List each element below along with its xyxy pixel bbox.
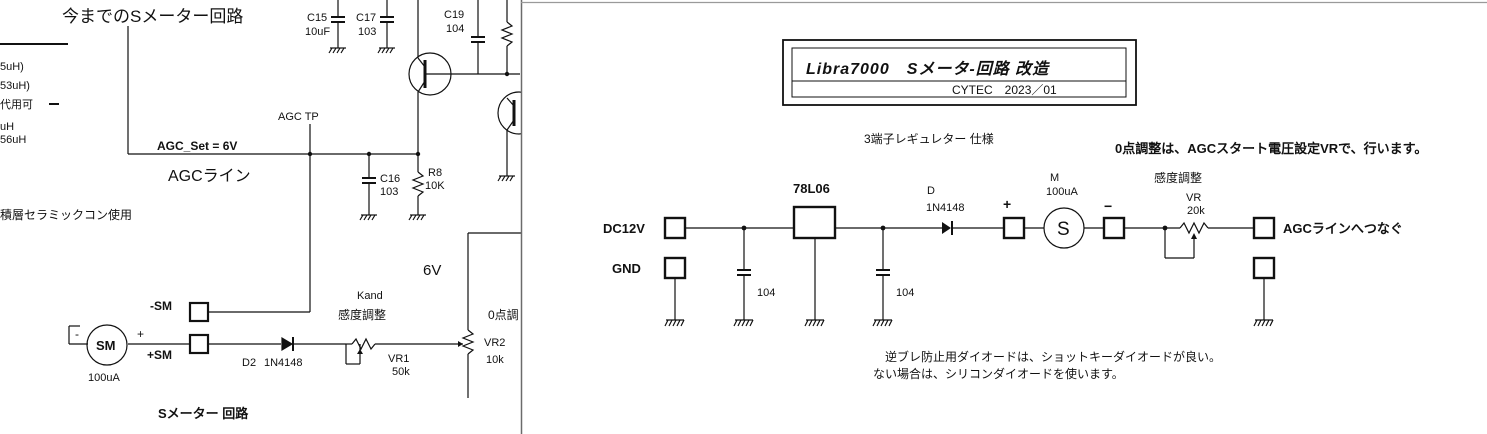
terminal-minus-sm <box>188 301 210 323</box>
meter-minus-label: − <box>1104 198 1112 214</box>
ground-symbol <box>733 319 754 327</box>
title-sub: CYTEC 2023／01 <box>952 83 1057 97</box>
title-main: Libra7000 Sメータ-回路 改造 <box>806 60 1050 78</box>
meter-label: SM <box>96 338 116 353</box>
meter-symbol <box>86 324 128 366</box>
kand-label: Kand <box>357 290 383 302</box>
agc-connect-label: AGCラインへつなぐ <box>1283 221 1403 236</box>
diode-name: D <box>927 185 935 197</box>
meter-value: 100uA <box>1046 186 1078 198</box>
left-caption: Sメーター 回路 <box>158 406 249 421</box>
agc-tp-label: AGC TP <box>278 111 319 123</box>
left-schematic: 今までのSメーター回路 5uH) 53uH) 代用可 uH 56uH AGC T… <box>0 0 541 421</box>
ground-symbol <box>497 175 515 182</box>
vr1-name: VR1 <box>388 353 409 365</box>
note-line-1: 逆ブレ防止用ダイオードは、ショットキーダイオードが良い。 <box>885 349 1221 364</box>
d2-name: D2 <box>242 357 256 369</box>
vr2-name: VR2 <box>484 337 505 349</box>
vr-name: VR <box>1186 192 1201 204</box>
voltage-6v: 6V <box>423 262 441 279</box>
ground-symbol <box>664 319 685 327</box>
meter-plus-label: + <box>1003 196 1011 212</box>
regulator-label: 78L06 <box>793 181 830 196</box>
d2-part: 1N4148 <box>264 357 303 369</box>
zero-adjust-fragment: 0点調 <box>488 308 519 322</box>
sens-adjust-label: 感度調整 <box>338 307 386 322</box>
diode-part: 1N4148 <box>926 202 965 214</box>
left-title: 今までのSメーター回路 <box>62 7 243 26</box>
agc-set-label: AGC_Set = 6V <box>157 139 237 153</box>
text-fragment: 5uH) <box>0 61 24 73</box>
c19-value: 104 <box>446 23 464 35</box>
c15-name: C15 <box>307 12 327 24</box>
c17-value: 103 <box>358 26 376 38</box>
ground-symbol <box>804 319 825 327</box>
sens-adjust-label-right: 感度調整 <box>1154 170 1202 185</box>
vr2-value: 10k <box>486 354 504 366</box>
ground-symbol <box>328 47 346 54</box>
c16-name: C16 <box>380 173 400 185</box>
vr-value: 20k <box>1187 205 1205 217</box>
transistor-symbol <box>408 0 452 154</box>
spec-note: 3端子レギュレター 仕様 <box>864 132 994 146</box>
text-fragment: 53uH) <box>0 80 30 92</box>
ceramic-note: 積層セラミックコン使用 <box>0 207 132 222</box>
plus-sm-label: +SM <box>147 348 172 362</box>
meter-symbol-letter: S <box>1057 219 1070 240</box>
title-block: Libra7000 Sメータ-回路 改造 CYTEC 2023／01 <box>782 39 1137 106</box>
c16-value: 103 <box>380 186 398 198</box>
text-fragment: 代用可 <box>0 98 33 111</box>
cap2-value: 104 <box>896 287 914 299</box>
zero-adjust-note: 0点調整は、AGCスタート電圧設定VRで、行います。 <box>1115 141 1427 156</box>
dc12v-label: DC12V <box>603 221 645 236</box>
text-fragment: 56uH <box>0 134 26 146</box>
meter-name: M <box>1050 172 1059 184</box>
text-fragment: uH <box>0 121 14 133</box>
terminal-agc-out <box>1252 216 1276 240</box>
cap1-value: 104 <box>757 287 775 299</box>
r8-value: 10K <box>425 180 445 192</box>
note-line-2: ない場合は、シリコンダイオードを使います。 <box>873 366 1124 381</box>
r8-name: R8 <box>428 167 442 179</box>
c15-value: 10uF <box>305 26 330 38</box>
ground-symbol <box>408 214 426 221</box>
terminal-plus-sm <box>188 333 210 355</box>
vr1-value: 50k <box>392 366 410 378</box>
ground-symbol <box>872 319 893 327</box>
c19-name: C19 <box>444 9 464 21</box>
diode-symbol <box>281 336 294 352</box>
ground-symbol <box>1253 319 1274 327</box>
minus-sm-label: -SM <box>150 299 172 313</box>
c17-name: C17 <box>356 12 376 24</box>
meter-value: 100uA <box>88 372 120 384</box>
ground-symbol <box>359 214 377 221</box>
gnd-label: GND <box>612 261 641 276</box>
meter-plus: + <box>137 327 144 341</box>
ground-symbol <box>377 47 395 54</box>
agc-line-label: AGCライン <box>168 168 251 185</box>
meter-minus: - <box>75 327 79 341</box>
